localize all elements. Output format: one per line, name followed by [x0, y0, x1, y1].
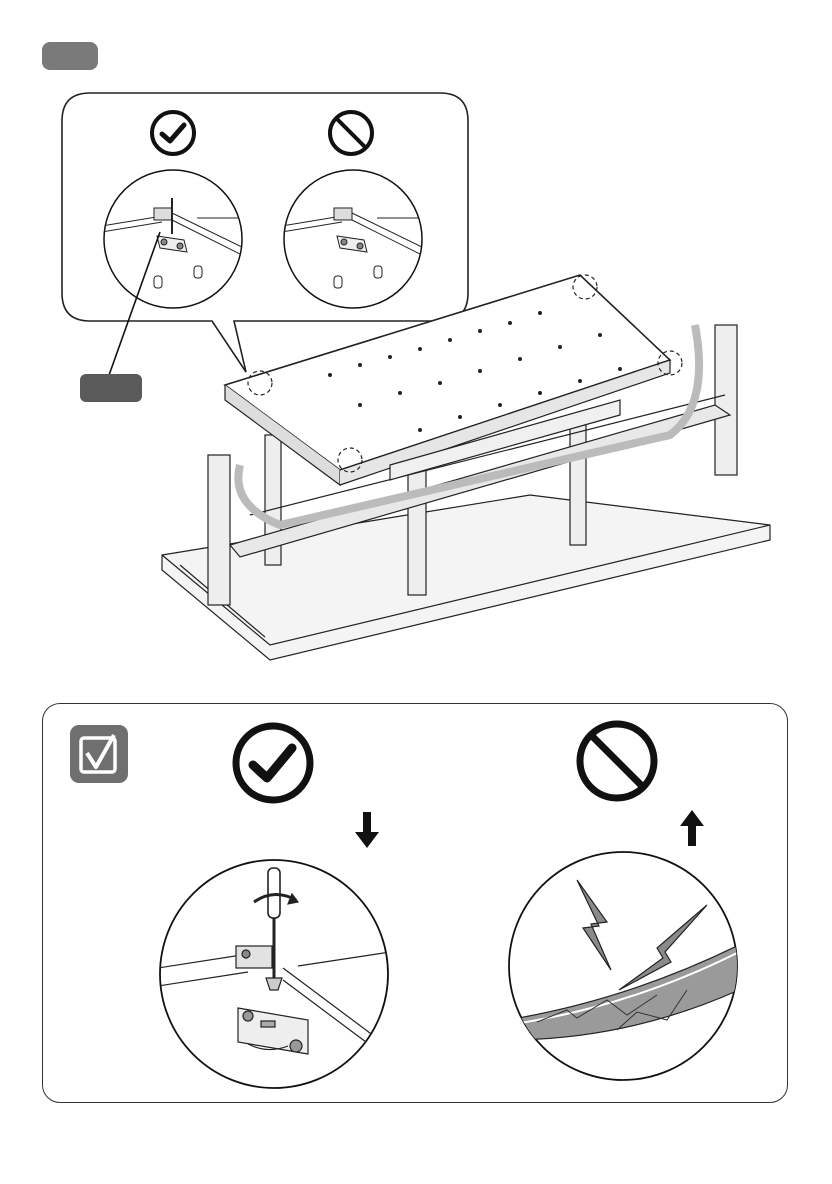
- arrow-down-icon: [355, 812, 379, 848]
- screwdriver-tighten-detail: [158, 858, 390, 1090]
- panel-on-aluminum-frame-assembly: [150, 265, 790, 665]
- checkbox-icon: [70, 725, 128, 783]
- check-circle-icon: [230, 720, 316, 806]
- part-label-badge: [80, 374, 142, 402]
- prohibited-icon: [574, 718, 660, 804]
- arrow-up-icon: [680, 810, 704, 846]
- panel-crack-detail: [507, 850, 739, 1082]
